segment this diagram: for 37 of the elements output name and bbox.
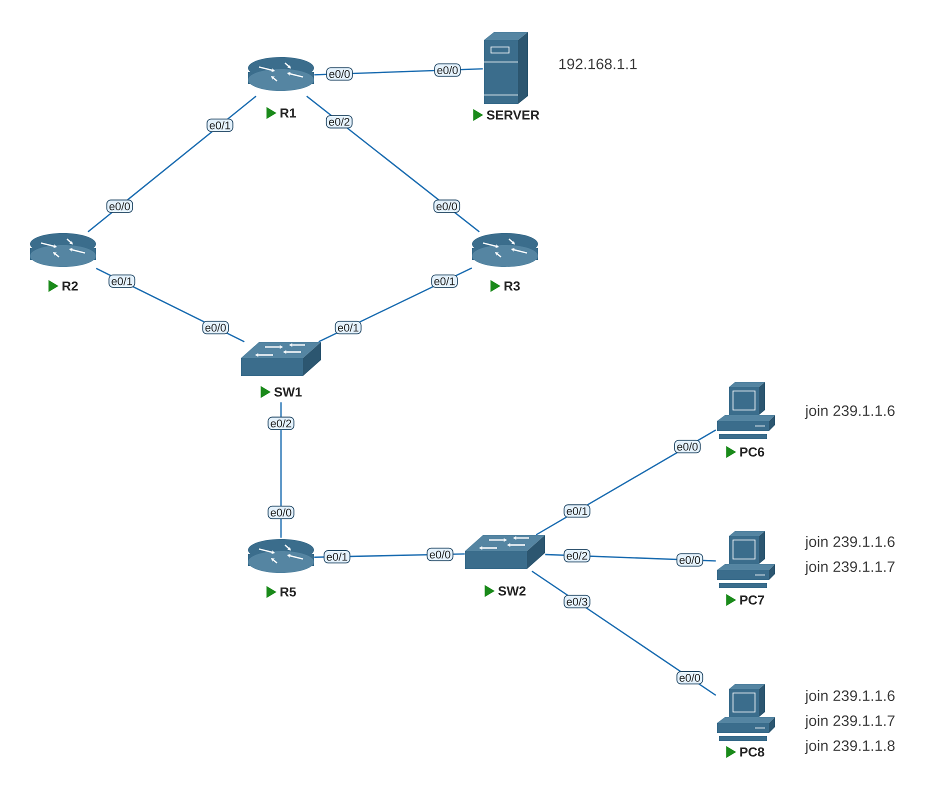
port-label: e0/0 [676, 671, 704, 684]
port-label: e0/1 [564, 504, 590, 518]
port-label: e0/0 [426, 548, 454, 562]
note-text: join 239.1.1.6 [804, 690, 895, 704]
note-text: join 239.1.1.6 [804, 405, 895, 419]
port-label: e0/0 [326, 67, 353, 81]
port-label: e0/0 [676, 553, 704, 567]
device-label: SERVER [486, 110, 540, 120]
device-label: PC6 [740, 447, 764, 457]
port-label: e0/1 [334, 320, 362, 334]
port-label: e0/2 [326, 115, 353, 128]
port-label: e0/1 [431, 274, 458, 288]
port-label: e0/2 [564, 549, 590, 562]
device-label: R1 [280, 108, 296, 118]
device-label: R5 [280, 587, 296, 597]
device-label: R3 [504, 281, 520, 291]
device-label: PC8 [740, 747, 764, 757]
device-label: PC7 [740, 595, 764, 605]
port-label: e0/1 [206, 118, 234, 132]
port-label: e0/2 [268, 416, 294, 430]
device-label: R2 [62, 281, 78, 291]
port-label: e0/1 [108, 274, 136, 288]
note-text: join 239.1.1.7 [804, 561, 894, 575]
port-label: e0/1 [324, 550, 350, 564]
device-label: SW1 [274, 387, 302, 397]
port-label: e0/0 [106, 200, 134, 213]
port-label: e0/0 [268, 506, 294, 520]
port-label: e0/0 [434, 63, 461, 77]
port-label: e0/0 [433, 200, 460, 213]
note-text: join 239.1.1.7 [804, 715, 894, 729]
note-text: 192.168.1.1 [559, 58, 637, 70]
port-label: e0/0 [202, 320, 229, 334]
note-text: join 239.1.1.8 [804, 740, 895, 754]
device-label: SW2 [498, 586, 526, 596]
port-label: e0/0 [674, 440, 701, 454]
port-label: e0/3 [564, 594, 590, 608]
note-text: join 239.1.1.6 [804, 536, 895, 550]
